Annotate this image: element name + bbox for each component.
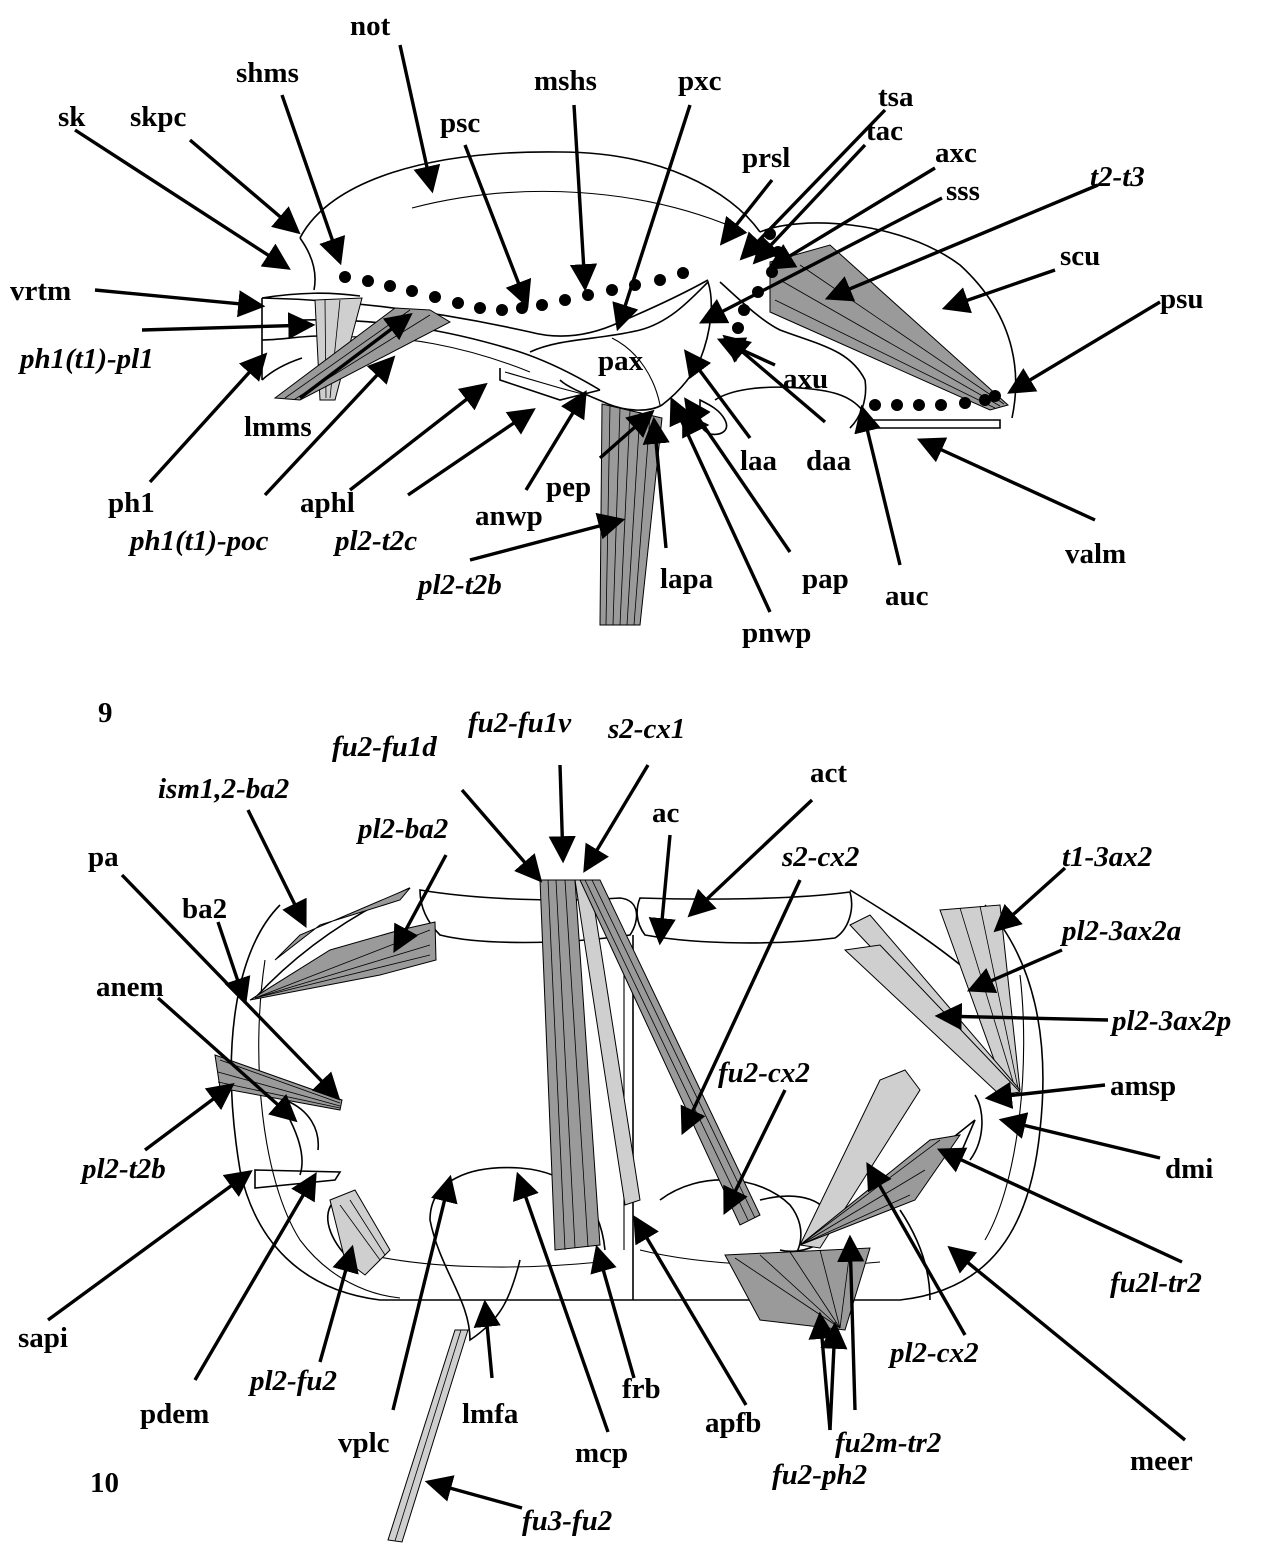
label-s2-cx2: s2-cx2 [781, 841, 859, 873]
label-sk: sk [58, 101, 86, 133]
figure-10-labels: fu2-fu1v s2-cx1 fu2-fu1d act ism1,2-ba2 … [18, 707, 1231, 1537]
label-scu: scu [1060, 240, 1100, 272]
label-fu3-fu2: fu3-fu2 [522, 1505, 612, 1537]
label-pax: pax [598, 345, 644, 377]
label-not: not [350, 10, 391, 42]
label-ph1: ph1 [108, 487, 155, 519]
label-pa: pa [88, 841, 119, 873]
label-fu2m-tr2: fu2m-tr2 [835, 1427, 941, 1459]
muscle-pl2-t2b-10 [214, 1054, 343, 1111]
leader-arrows [46, 44, 1187, 1510]
label-pnwp: pnwp [742, 617, 811, 649]
label-fu2-fu1d: fu2-fu1d [332, 731, 437, 763]
label-ba2: ba2 [182, 893, 227, 925]
label-anwp: anwp [475, 500, 543, 532]
label-s2-cx1: s2-cx1 [607, 713, 685, 745]
label-fu2-fu1v: fu2-fu1v [468, 707, 572, 739]
pax-outline [529, 280, 713, 411]
label-pap: pap [802, 563, 849, 595]
label-pep: pep [546, 471, 591, 503]
label-psu: psu [1160, 283, 1204, 315]
label-pl2-fu2: pl2-fu2 [247, 1365, 337, 1397]
label-tsa: tsa [878, 81, 914, 113]
label-mshs: mshs [534, 65, 597, 97]
label-fu2-ph2: fu2-ph2 [772, 1459, 867, 1491]
label-pxc: pxc [678, 65, 722, 97]
label-pl2-3ax2a: pl2-3ax2a [1059, 915, 1181, 947]
label-aphl: aphl [300, 487, 355, 519]
label-laa: laa [740, 445, 778, 477]
label-ac: ac [652, 797, 680, 829]
label-pl2-t2c: pl2-t2c [332, 525, 417, 557]
label-amsp: amsp [1110, 1070, 1176, 1102]
label-axc: axc [935, 137, 977, 169]
label-pl2-cx2: pl2-cx2 [887, 1337, 979, 1369]
label-ph1t1-poc: ph1(t1)-poc [127, 525, 269, 557]
label-t2-t3: t2-t3 [1090, 161, 1145, 193]
label-pl2-t2b-10: pl2-t2b [79, 1153, 166, 1185]
label-lapa: lapa [660, 563, 714, 595]
label-lmms: lmms [244, 411, 312, 443]
label-pl2-3ax2p: pl2-3ax2p [1109, 1005, 1231, 1037]
label-lmfa: lmfa [462, 1398, 519, 1430]
notum-outline [299, 151, 761, 239]
label-pdem: pdem [140, 1398, 209, 1430]
label-mcp: mcp [575, 1437, 628, 1469]
label-daa: daa [806, 445, 852, 477]
label-vplc: vplc [338, 1427, 390, 1459]
label-fu2l-tr2: fu2l-tr2 [1110, 1267, 1202, 1299]
label-ism12-ba2: ism1,2-ba2 [158, 773, 289, 805]
label-axu: axu [783, 363, 828, 395]
label-apfb: apfb [705, 1407, 761, 1439]
label-tac: tac [866, 115, 903, 147]
label-prsl: prsl [742, 142, 790, 174]
label-shms: shms [236, 57, 299, 89]
label-act: act [810, 757, 847, 789]
muscle-pl2-ba2 [249, 921, 437, 1001]
label-frb: frb [622, 1373, 661, 1405]
label-t1-3ax2: t1-3ax2 [1062, 841, 1152, 873]
label-auc: auc [885, 580, 929, 612]
label-fu2-cx2: fu2-cx2 [718, 1057, 810, 1089]
figure-10-drawing [214, 879, 1044, 1543]
label-skpc: skpc [130, 101, 187, 133]
label-vrtm: vrtm [10, 275, 71, 307]
label-pl2-t2b: pl2-t2b [415, 569, 502, 601]
label-dmi: dmi [1165, 1153, 1213, 1185]
label-psc: psc [440, 107, 480, 139]
label-valm: valm [1065, 538, 1126, 570]
label-sss: sss [946, 175, 980, 207]
label-meer: meer [1130, 1445, 1193, 1477]
figure-9-number: 9 [98, 697, 113, 729]
label-pl2-ba2: pl2-ba2 [355, 813, 448, 845]
figure-9-labels: not mshs pxc shms psc tsa tac sk skpc pr… [10, 10, 1204, 729]
segment-outline [230, 904, 1044, 1301]
label-ph1t1-pl1: ph1(t1)-pl1 [17, 343, 154, 375]
label-anem: anem [96, 971, 164, 1003]
label-sapi: sapi [18, 1322, 68, 1354]
figure-10-number: 10 [90, 1467, 119, 1499]
